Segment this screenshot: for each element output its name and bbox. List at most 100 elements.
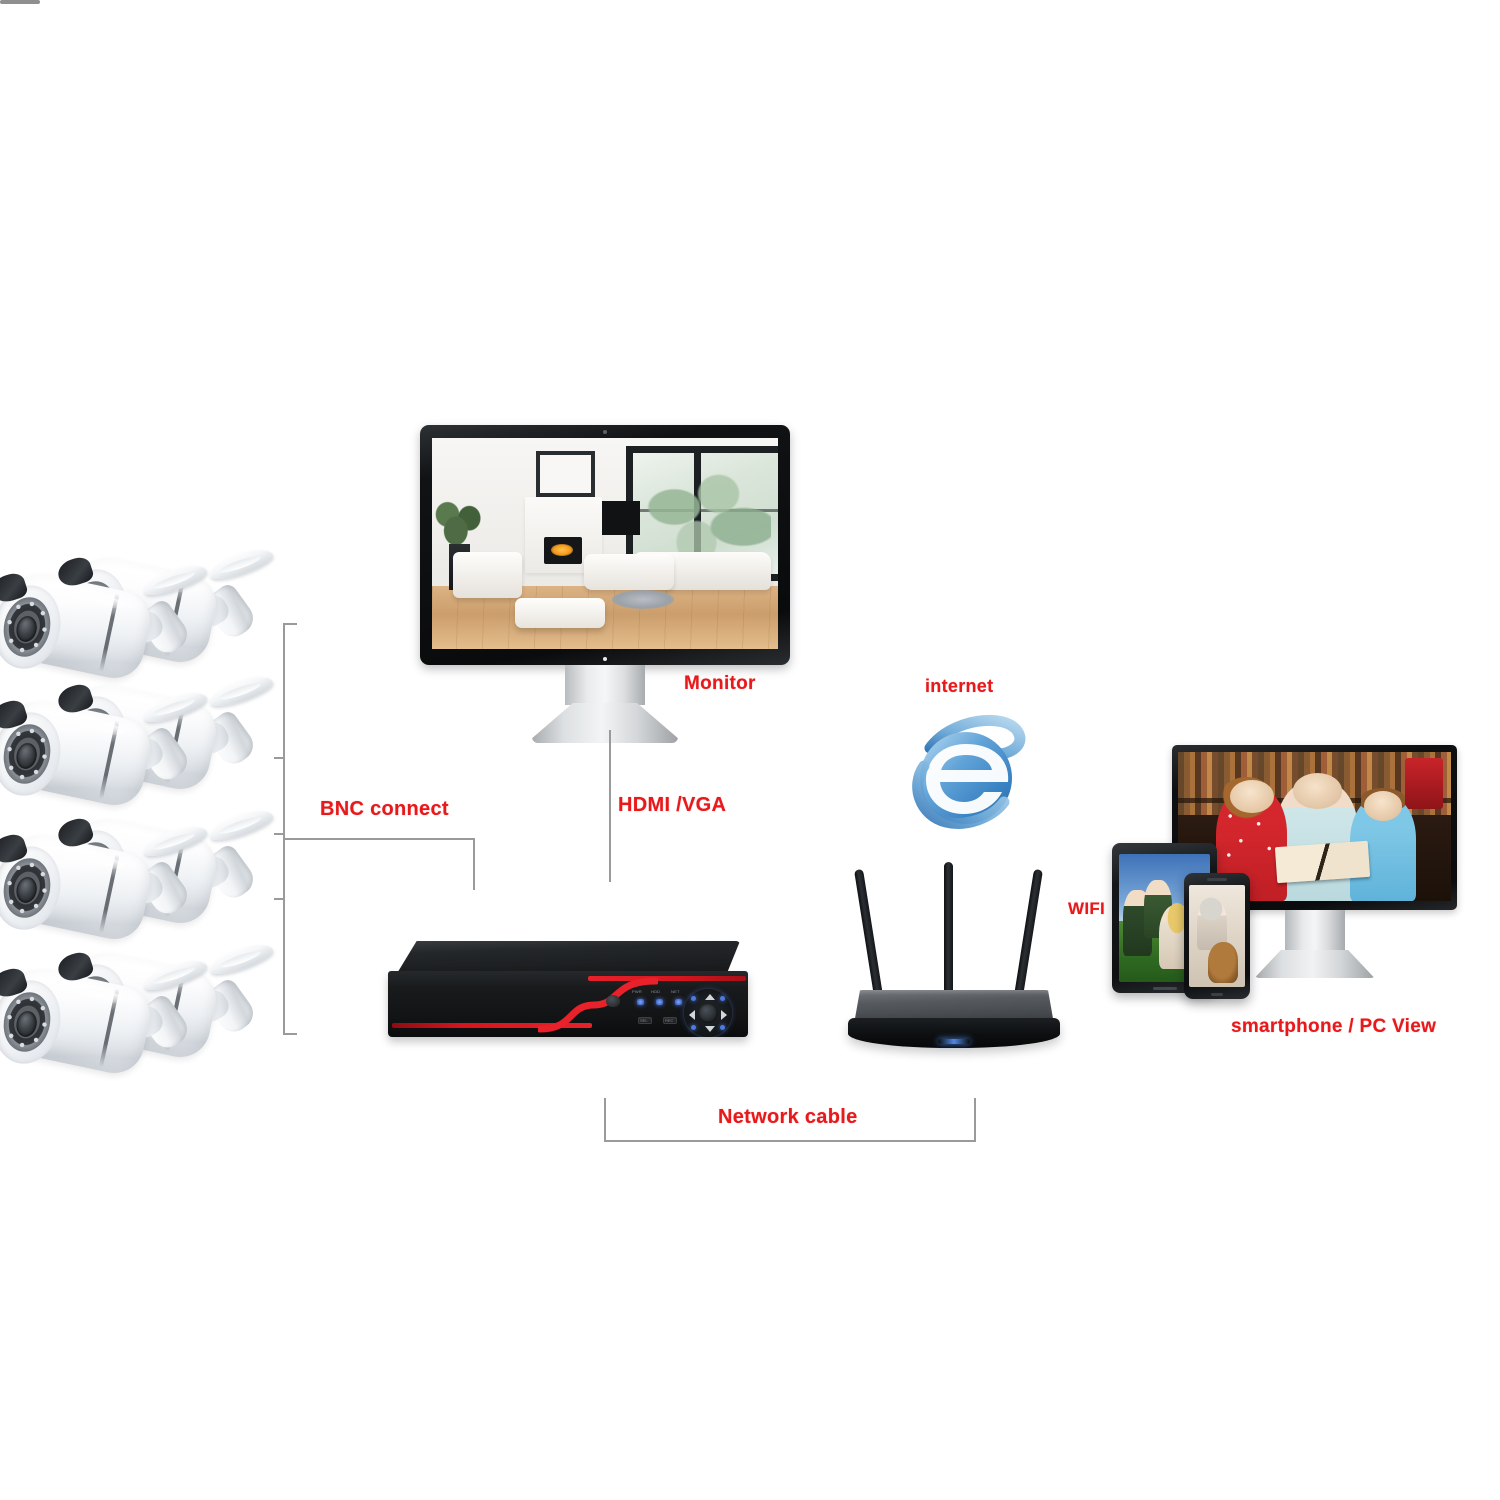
bnc-tick-mark: [274, 757, 285, 759]
camera-pair-4[interactable]: [0, 938, 282, 1090]
pc-monitor[interactable]: [1172, 745, 1457, 1010]
ir-led-ring: [0, 987, 56, 1057]
ir-led-ring: [0, 592, 56, 662]
dvr-ir-receiver: [606, 995, 620, 1007]
router-status-led: [938, 1039, 970, 1044]
mount-wall-plate: [206, 938, 276, 980]
label-wifi: WIFI: [1068, 899, 1106, 918]
dvr-red-accent-top: [588, 976, 746, 981]
family-scene-red-decor: [1404, 757, 1443, 809]
dvr-led-label: HDD: [651, 989, 661, 994]
dvr-led-label: PWR: [632, 989, 642, 994]
bnc-bracket-bottom-cap: [283, 1033, 297, 1035]
camera-lens: [14, 1009, 40, 1039]
scene-sofa-center: [584, 554, 675, 590]
camera-pair-2[interactable]: [0, 670, 282, 822]
router-antenna-left[interactable]: [854, 868, 883, 997]
dvr-button-label: REC: [665, 1018, 674, 1023]
ir-led-ring: [0, 719, 56, 789]
tablet-scene-blonde-hair: [1166, 902, 1189, 936]
label-bnc-connect: BNC connect: [320, 798, 449, 820]
label-internet: internet: [925, 676, 994, 696]
dvr-status-led: [656, 999, 663, 1005]
camera-unit[interactable]: [0, 559, 210, 687]
network-cable-span: [604, 1140, 976, 1142]
pc-stand-base: [1254, 950, 1375, 978]
phone-earpiece: [1207, 878, 1227, 881]
nav-up-icon[interactable]: [705, 994, 715, 1000]
nav-corner-led: [720, 1025, 725, 1030]
monitor-bezel: [420, 425, 790, 665]
nav-down-icon[interactable]: [705, 1026, 715, 1032]
mount-wall-plate: [206, 543, 276, 585]
network-cable-left-leg: [604, 1098, 606, 1142]
family-scene-father-head: [1292, 772, 1342, 809]
dvr-button-label: SEL: [640, 1018, 648, 1023]
camera-lens: [14, 875, 40, 905]
dvr-status-led: [675, 999, 682, 1005]
bnc-trunk-line: [283, 623, 285, 1035]
label-network-cable: Network cable: [718, 1106, 858, 1128]
scene-tv: [601, 501, 640, 536]
camera-unit[interactable]: [0, 954, 210, 1082]
dvr-red-accent-base: [392, 1023, 592, 1028]
internet-explorer-icon: [900, 700, 1040, 840]
scene-wall-art: [535, 450, 595, 498]
label-monitor: Monitor: [684, 673, 756, 694]
dvr-panel-button[interactable]: [638, 1017, 652, 1024]
family-scene-girl-head: [1229, 780, 1274, 814]
family-scene-book: [1275, 841, 1371, 884]
smartphone-device[interactable]: [1184, 873, 1250, 999]
mount-wall-plate: [206, 670, 276, 712]
nav-corner-led: [720, 996, 725, 1001]
ie-logo-svg: [912, 714, 1026, 829]
mount-wall-plate: [206, 804, 276, 846]
dvr-panel-button[interactable]: [663, 1017, 677, 1024]
label-hdmi-vga: HDMI /VGA: [618, 794, 727, 816]
nav-enter-button[interactable]: [698, 1003, 718, 1023]
bnc-run-vertical: [473, 838, 475, 890]
tablet-home-button[interactable]: [1152, 987, 1177, 990]
family-scene-boy-head: [1363, 790, 1402, 821]
camera-lens: [14, 741, 40, 771]
tablet-device[interactable]: [1112, 843, 1217, 993]
dvr-s-curve-svg: [536, 977, 660, 1033]
camera-unit[interactable]: [0, 820, 210, 948]
hdmi-cable-line: [609, 730, 611, 882]
dvr-red-s-curve: [536, 975, 660, 1033]
dvr-navigation-pad[interactable]: [684, 989, 732, 1037]
wifi-router[interactable]: [848, 858, 1060, 1058]
viewing-device-cluster: [1112, 745, 1457, 1010]
cctv-monitor[interactable]: [420, 425, 790, 743]
scene-coffee-table: [611, 589, 675, 609]
dvr-top-panel: [396, 941, 740, 975]
ir-led-ring: [0, 853, 56, 923]
nav-corner-led: [691, 996, 696, 1001]
nav-right-icon[interactable]: [721, 1010, 727, 1020]
bnc-tick-mark: [274, 833, 285, 835]
phone-scene-hair: [1197, 896, 1224, 921]
dvr-status-led: [637, 999, 644, 1005]
monitor-camera-dot: [603, 430, 607, 434]
scene-flame: [551, 544, 573, 557]
dvr-recorder[interactable]: PWR HDD NET SEL REC: [388, 941, 748, 1046]
camera-unit[interactable]: [0, 686, 210, 814]
network-cable-right-leg: [974, 1098, 976, 1142]
tablet-screen: [1119, 854, 1210, 982]
scene-ottoman: [515, 598, 605, 628]
label-smartphone-pc-view: smartphone / PC View: [1231, 1016, 1437, 1037]
dvr-front-panel: PWR HDD NET SEL REC: [388, 971, 748, 1037]
router-antenna-center[interactable]: [944, 862, 953, 996]
scene-armchair: [452, 551, 522, 599]
phone-scene-dog: [1208, 942, 1239, 983]
camera-pair-3[interactable]: [0, 804, 282, 956]
bnc-tick-mark: [274, 898, 285, 900]
monitor-power-led: [603, 657, 607, 661]
dvr-led-label: NET: [671, 989, 680, 994]
router-antenna-right[interactable]: [1014, 868, 1043, 997]
monitor-stand-neck: [565, 665, 645, 705]
phone-home-button[interactable]: [1211, 993, 1223, 996]
bnc-bracket-top-cap: [283, 623, 297, 625]
nav-left-icon[interactable]: [689, 1010, 695, 1020]
